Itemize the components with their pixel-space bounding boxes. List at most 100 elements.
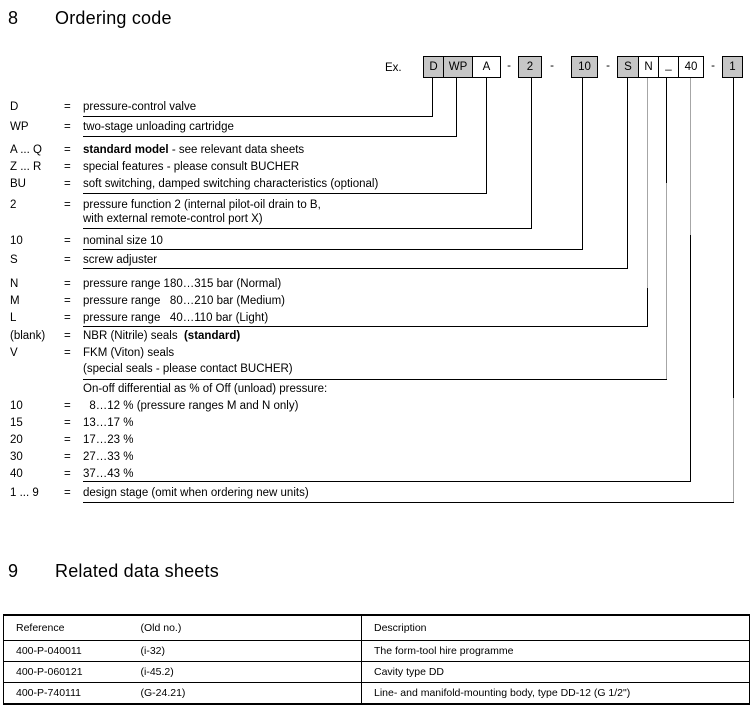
legend-desc: NBR (Nitrile) seals (standard) bbox=[83, 330, 240, 343]
legend-code: S bbox=[10, 254, 18, 266]
equals-sign: = bbox=[64, 101, 71, 113]
legend-code: BU bbox=[10, 178, 26, 190]
legend-row: On-off differential as % of Off (unload)… bbox=[0, 383, 327, 397]
equals-sign: = bbox=[64, 417, 71, 429]
connector-line bbox=[432, 78, 433, 117]
table-cell-description: Cavity type DD bbox=[361, 661, 750, 683]
legend-row-continuation: with external remote-control port X) bbox=[0, 213, 263, 227]
table-cell-reference: 400-P-040011 bbox=[3, 640, 129, 662]
legend-code: M bbox=[10, 295, 20, 307]
legend-code: D bbox=[10, 101, 19, 113]
equals-sign: = bbox=[64, 278, 71, 290]
code-box-2: 2 bbox=[518, 56, 542, 78]
legend-desc: (special seals - please contact BUCHER) bbox=[83, 363, 293, 375]
connector-line bbox=[83, 481, 691, 482]
legend-row: 10 = 8…12 % (pressure ranges M and N onl… bbox=[0, 400, 298, 414]
connector-line bbox=[733, 78, 734, 503]
connector-line bbox=[582, 78, 583, 250]
equals-sign: = bbox=[64, 468, 71, 480]
code-box-A: A bbox=[472, 56, 501, 78]
equals-sign: = bbox=[64, 312, 71, 324]
equals-sign: = bbox=[64, 487, 71, 499]
legend-row: D = pressure-control valve bbox=[0, 101, 196, 115]
equals-sign: = bbox=[64, 199, 71, 211]
connector-line bbox=[83, 268, 628, 269]
page-title: Ordering code bbox=[55, 8, 172, 28]
legend-code: 10 bbox=[10, 400, 23, 412]
legend-desc: design stage (omit when ordering new uni… bbox=[83, 487, 309, 499]
column-header-description: Description bbox=[361, 615, 750, 641]
table-cell-description: The form-tool hire programme bbox=[361, 640, 750, 662]
code-box-WP: WP bbox=[443, 56, 473, 78]
legend-desc-rest: - see relevant data sheets bbox=[168, 144, 305, 156]
legend-row: 40 = 37…43 % bbox=[0, 468, 134, 482]
table-cell-description: Line- and manifold-mounting body, type D… bbox=[361, 682, 750, 705]
legend-code: A ... Q bbox=[10, 144, 42, 156]
connector-line bbox=[83, 228, 532, 229]
legend-desc: 17…23 % bbox=[83, 434, 134, 446]
code-separator: - bbox=[711, 60, 715, 72]
legend-code: V bbox=[10, 347, 18, 359]
legend-desc: two-stage unloading cartridge bbox=[83, 121, 234, 133]
equals-sign: = bbox=[64, 235, 71, 247]
table-header-row: Reference (Old no.) Description bbox=[3, 615, 750, 641]
legend-code: 15 bbox=[10, 417, 23, 429]
legend-code: L bbox=[10, 312, 17, 324]
table-row: 400-P-740111 (G-24.21) Line- and manifol… bbox=[3, 682, 750, 705]
connector-line bbox=[83, 502, 734, 503]
legend-row: 15 = 13…17 % bbox=[0, 417, 134, 431]
legend-code: (blank) bbox=[10, 330, 46, 342]
legend-row: 1 ... 9 = design stage (omit when orderi… bbox=[0, 487, 309, 501]
legend-desc-rest: NBR (Nitrile) seals bbox=[83, 330, 184, 342]
section-title: Related data sheets bbox=[55, 561, 219, 581]
legend-row: (special seals - please contact BUCHER) bbox=[0, 363, 293, 377]
legend-desc: FKM (Viton) seals bbox=[83, 347, 175, 359]
example-label: Ex. bbox=[385, 62, 402, 74]
legend-desc: screw adjuster bbox=[83, 254, 158, 266]
legend-row: A ... Q = standard model - see relevant … bbox=[0, 144, 304, 158]
connector-line bbox=[531, 78, 532, 229]
legend-desc-bold: (standard) bbox=[183, 330, 241, 342]
legend-code: Z ... R bbox=[10, 161, 42, 173]
equals-sign: = bbox=[64, 347, 71, 359]
table-cell-reference: 400-P-060121 bbox=[3, 661, 129, 683]
legend-row: WP = two-stage unloading cartridge bbox=[0, 121, 234, 135]
legend-code: 40 bbox=[10, 468, 23, 480]
section-number: 9 bbox=[8, 561, 19, 581]
table-row: 400-P-040011 (i-32) The form-tool hire p… bbox=[3, 640, 750, 662]
legend-code: 20 bbox=[10, 434, 23, 446]
code-box-40: 40 bbox=[678, 56, 704, 78]
connector-line bbox=[83, 193, 487, 194]
legend-desc: 8…12 % (pressure ranges M and N only) bbox=[83, 400, 299, 412]
connector-line bbox=[627, 78, 628, 269]
code-separator: - bbox=[606, 60, 610, 72]
table-cell-old-no: (i-45.2) bbox=[128, 661, 362, 683]
table-cell-reference: 400-P-740111 bbox=[3, 682, 129, 705]
legend-row: 30 = 27…33 % bbox=[0, 451, 134, 465]
code-separator: - bbox=[550, 60, 554, 72]
legend-desc: nominal size 10 bbox=[83, 235, 163, 247]
legend-code: 10 bbox=[10, 235, 23, 247]
legend-row: 10 = nominal size 10 bbox=[0, 235, 163, 249]
connector-line bbox=[666, 78, 667, 380]
legend-desc: pressure range 80…210 bar (Medium) bbox=[83, 295, 285, 307]
code-box-blank: _ bbox=[658, 56, 679, 78]
column-header-reference: Reference bbox=[3, 615, 129, 641]
legend-desc: On-off differential as % of Off (unload)… bbox=[83, 383, 328, 395]
legend-desc: pressure range 180…315 bar (Normal) bbox=[83, 278, 282, 290]
legend-desc: soft switching, damped switching charact… bbox=[83, 178, 379, 190]
code-separator: - bbox=[507, 60, 511, 72]
connector-line bbox=[83, 249, 583, 250]
legend-desc: pressure range 40…110 bar (Light) bbox=[83, 312, 269, 324]
legend-row: BU = soft switching, damped switching ch… bbox=[0, 178, 378, 192]
legend-desc: 13…17 % bbox=[83, 417, 134, 429]
equals-sign: = bbox=[64, 451, 71, 463]
legend-code: 30 bbox=[10, 451, 23, 463]
code-box-1: 1 bbox=[722, 56, 743, 78]
legend-desc: 37…43 % bbox=[83, 468, 134, 480]
code-box-D: D bbox=[423, 56, 444, 78]
equals-sign: = bbox=[64, 254, 71, 266]
equals-sign: = bbox=[64, 161, 71, 173]
equals-sign: = bbox=[64, 434, 71, 446]
table-cell-old-no: (G-24.21) bbox=[128, 682, 362, 705]
